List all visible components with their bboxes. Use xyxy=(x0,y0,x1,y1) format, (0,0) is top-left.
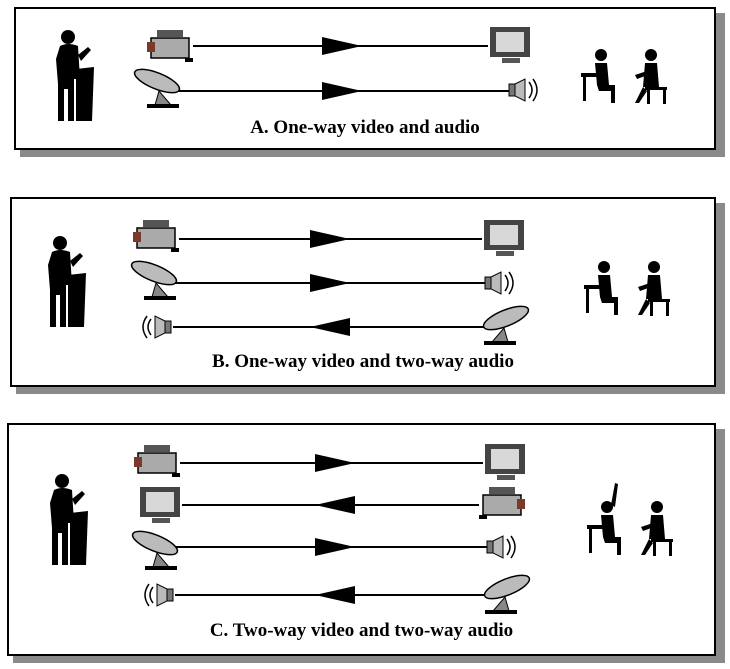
students-icon xyxy=(581,49,667,104)
panel-a-box: A. One-way video and audio xyxy=(14,7,716,150)
monitor-icon xyxy=(140,487,180,523)
panel-c-box: C. Two-way video and two-way audio xyxy=(7,423,716,656)
channel-video-to-classroom xyxy=(179,230,482,248)
panel-b-caption: B. One-way video and two-way audio xyxy=(12,351,714,373)
monitor-icon xyxy=(490,27,530,63)
microphone-icon xyxy=(132,65,182,108)
speaker-icon xyxy=(509,79,537,101)
panel-b-box: B. One-way video and two-way audio xyxy=(10,197,716,387)
channel-video-to-instructor xyxy=(182,496,479,514)
video-camera-icon xyxy=(147,30,193,62)
channel-video-to-classroom xyxy=(180,454,483,472)
monitor-icon xyxy=(484,220,524,256)
students-icon xyxy=(584,261,670,316)
speaker-icon xyxy=(487,536,515,558)
channel-video-to-classroom xyxy=(193,37,488,55)
microphone-icon xyxy=(482,571,532,614)
speaker-icon xyxy=(485,272,513,294)
panel-b: B. One-way video and two-way audio xyxy=(10,197,725,394)
instructor-icon xyxy=(48,236,86,327)
speaker-icon xyxy=(143,316,171,338)
microphone-icon xyxy=(481,302,531,345)
video-camera-icon xyxy=(134,445,180,477)
channel-audio-to-classroom xyxy=(175,274,485,292)
instructor-icon xyxy=(50,474,88,565)
microphone-icon xyxy=(129,257,179,300)
monitor-icon xyxy=(485,444,525,480)
video-camera-icon xyxy=(133,220,179,252)
channel-audio-to-instructor xyxy=(175,586,485,604)
panel-c: C. Two-way video and two-way audio xyxy=(7,423,725,663)
channel-audio-to-classroom xyxy=(178,82,509,100)
students-icon xyxy=(587,483,673,556)
channel-audio-to-instructor xyxy=(173,318,484,336)
microphone-icon xyxy=(130,527,180,570)
panel-a: A. One-way video and audio xyxy=(14,7,725,157)
speaker-icon xyxy=(145,584,173,606)
panel-c-caption: C. Two-way video and two-way audio xyxy=(9,620,714,642)
video-camera-icon xyxy=(479,487,525,519)
channel-audio-to-classroom xyxy=(176,538,487,556)
panel-a-caption: A. One-way video and audio xyxy=(16,117,714,139)
instructor-icon xyxy=(56,30,94,121)
